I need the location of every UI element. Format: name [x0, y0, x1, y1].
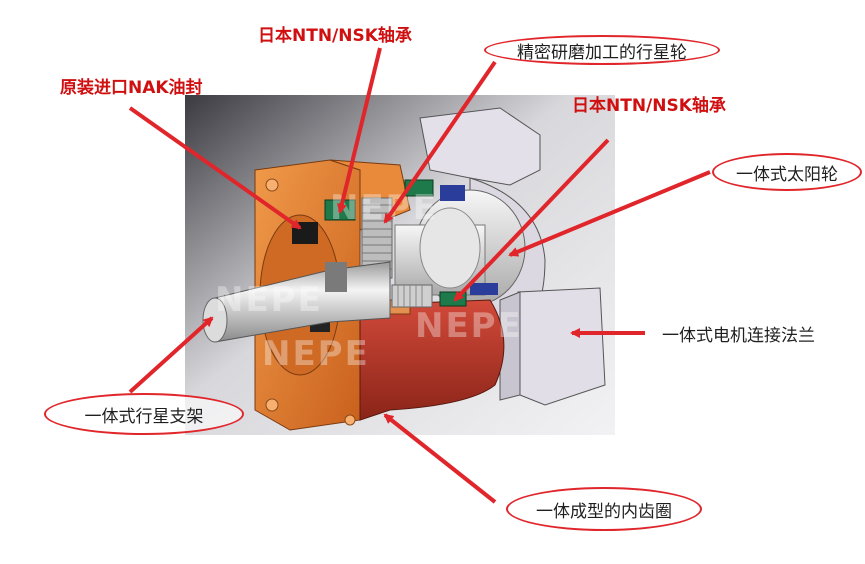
label-planet-carrier: 一体式行星支架 [44, 393, 244, 435]
label-oil-seal: 原装进口NAK油封 [60, 78, 203, 98]
label-sun-gear: 一体式太阳轮 [712, 153, 862, 191]
arrow-planet-gear [383, 60, 497, 224]
watermark-1: NEPE [330, 188, 438, 228]
arrow-planet-carrier [128, 316, 214, 394]
label-bearing-right: 日本NTN/NSK轴承 [572, 96, 726, 116]
label-motor-flange: 一体式电机连接法兰 [662, 326, 815, 346]
arrow-bearing-top [337, 47, 382, 214]
arrow-sun-gear [508, 170, 711, 257]
label-bearing-top: 日本NTN/NSK轴承 [258, 26, 412, 46]
watermark-2: NEPE [215, 280, 323, 320]
arrow-bearing-right [453, 138, 610, 302]
arrow-seal [128, 106, 302, 230]
output-shaft [202, 261, 391, 343]
label-ring-gear: 一体成型的内齿圈 [506, 487, 702, 531]
label-planet-gear: 精密研磨加工的行星轮 [484, 35, 720, 65]
sun-gear-body [394, 185, 526, 307]
arrow-ring-gear [383, 413, 497, 504]
watermark-4: NEPE [415, 306, 523, 346]
watermark-3: NEPE [262, 334, 370, 374]
